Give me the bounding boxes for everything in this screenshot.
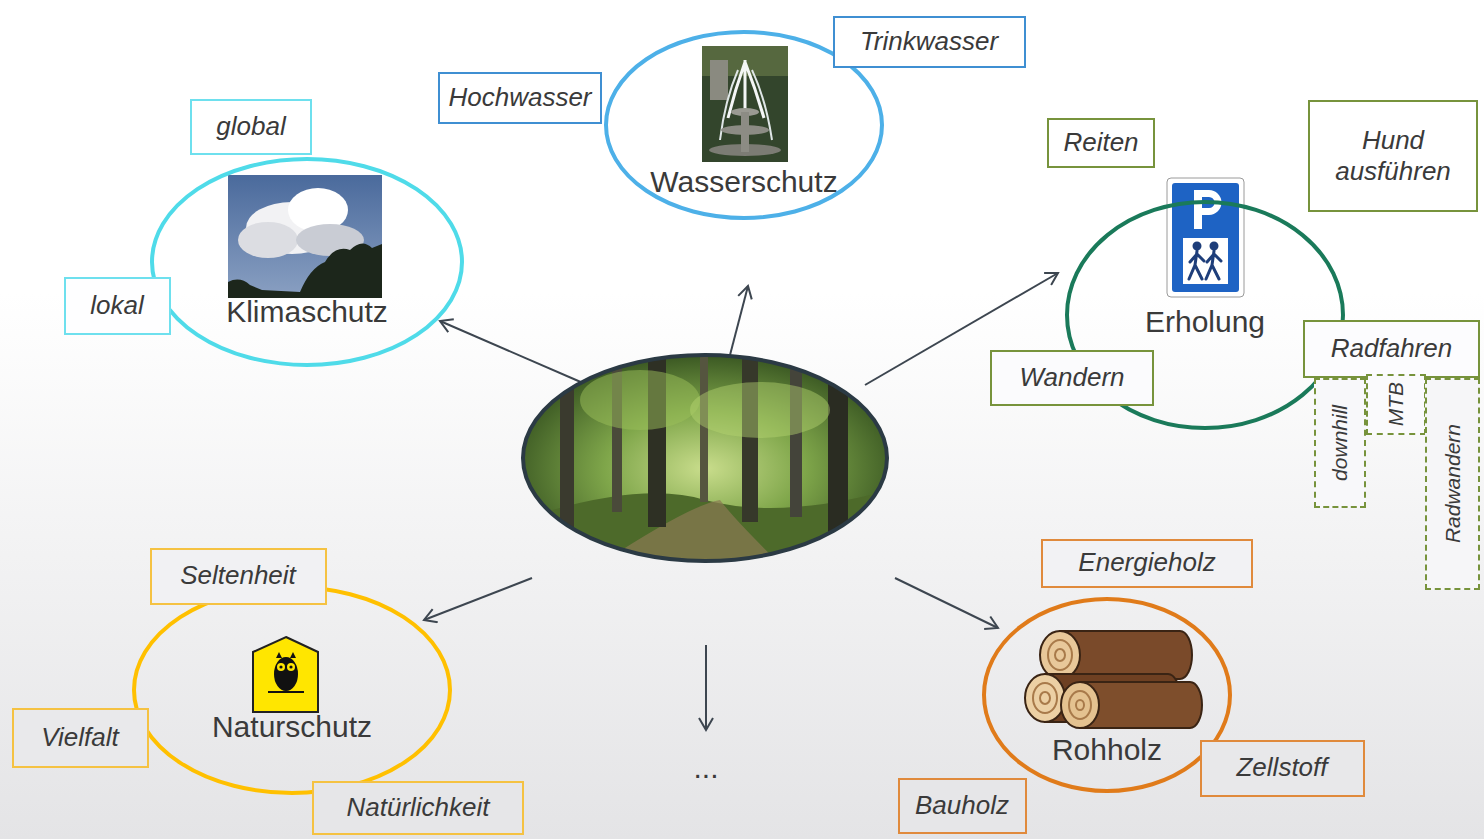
function-title: Wasserschutz: [604, 164, 884, 200]
tag-box: Seltenheit: [150, 548, 327, 605]
sub-tag-box: MTB: [1366, 374, 1426, 435]
more-label: ...: [693, 751, 718, 785]
function-title: Rohholz: [982, 732, 1232, 768]
ellipse-shape: [152, 159, 462, 365]
tag-text: MTB: [1383, 382, 1408, 426]
arrow-line: [424, 578, 532, 620]
arrow-line: [895, 578, 998, 628]
owl-sign: [253, 637, 318, 712]
ellipse-outline: [150, 157, 464, 367]
tag-box: Hund ausführen: [1308, 100, 1478, 212]
tag-text: downhill: [1327, 405, 1352, 481]
function-title: Naturschutz: [132, 709, 452, 745]
parking-sign: [1167, 178, 1244, 297]
tag-box: Zellstoff: [1200, 740, 1365, 797]
tag-text: lokal: [90, 290, 143, 321]
tag-box: Vielfalt: [12, 708, 149, 768]
tag-box: Hochwasser: [438, 72, 602, 124]
arrow-line: [730, 286, 748, 355]
tag-text: Wandern: [1019, 362, 1124, 393]
fountain-photo: [702, 46, 788, 162]
sub-tag-box: Radwandern: [1425, 378, 1480, 590]
cloud-photo: [228, 175, 382, 298]
tag-box: lokal: [64, 277, 171, 335]
tag-text: Energieholz: [1078, 547, 1215, 578]
tag-box: Radfahren: [1303, 320, 1480, 378]
sub-tag-box: downhill: [1314, 378, 1366, 508]
tag-box: Wandern: [990, 350, 1154, 406]
tag-text: Natürlichkeit: [346, 792, 489, 823]
forest-photo: [520, 352, 890, 564]
tag-box: Bauholz: [898, 778, 1027, 834]
function-ellipse: Klimaschutz: [150, 157, 464, 367]
tag-text: Radwandern: [1440, 424, 1465, 543]
function-ellipse: Naturschutz: [132, 585, 452, 795]
tag-text: Seltenheit: [180, 560, 296, 591]
tag-box: Reiten: [1047, 118, 1155, 168]
tag-text: Hochwasser: [448, 82, 591, 113]
tag-text: Bauholz: [915, 790, 1009, 821]
arrow-line: [440, 321, 583, 383]
ellipse-shape: [134, 587, 450, 793]
tag-text: global: [216, 111, 285, 142]
tag-box: Energieholz: [1041, 539, 1253, 588]
branch-arrows: [424, 273, 1058, 730]
log-stack: [1025, 631, 1202, 728]
tag-text: Trinkwasser: [860, 26, 998, 57]
tag-text: Hund ausführen: [1318, 125, 1468, 187]
tag-text: Vielfalt: [41, 722, 119, 753]
tag-text: Zellstoff: [1236, 752, 1327, 783]
arrow-line: [705, 645, 707, 730]
ellipse-outline: [132, 585, 452, 795]
tag-text: Radfahren: [1331, 333, 1452, 364]
tag-box: global: [190, 99, 312, 155]
tag-box: Natürlichkeit: [312, 781, 524, 835]
tag-text: Reiten: [1063, 127, 1138, 158]
function-ellipse: Rohholz: [982, 597, 1232, 793]
function-title: Klimaschutz: [150, 294, 464, 330]
tag-box: Trinkwasser: [833, 16, 1026, 68]
